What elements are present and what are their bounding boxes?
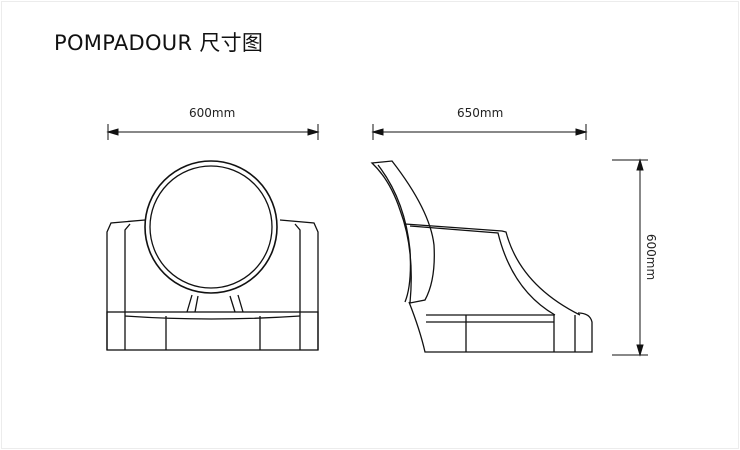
page-title: POMPADOUR 尺寸图 xyxy=(54,31,264,55)
front-width-dimension xyxy=(106,124,320,140)
front-width-label: 600mm xyxy=(189,106,236,120)
side-depth-label: 650mm xyxy=(457,106,504,120)
side-view xyxy=(370,160,593,353)
side-depth-dimension xyxy=(371,124,588,140)
height-dimension xyxy=(612,158,648,357)
front-view xyxy=(106,160,319,351)
